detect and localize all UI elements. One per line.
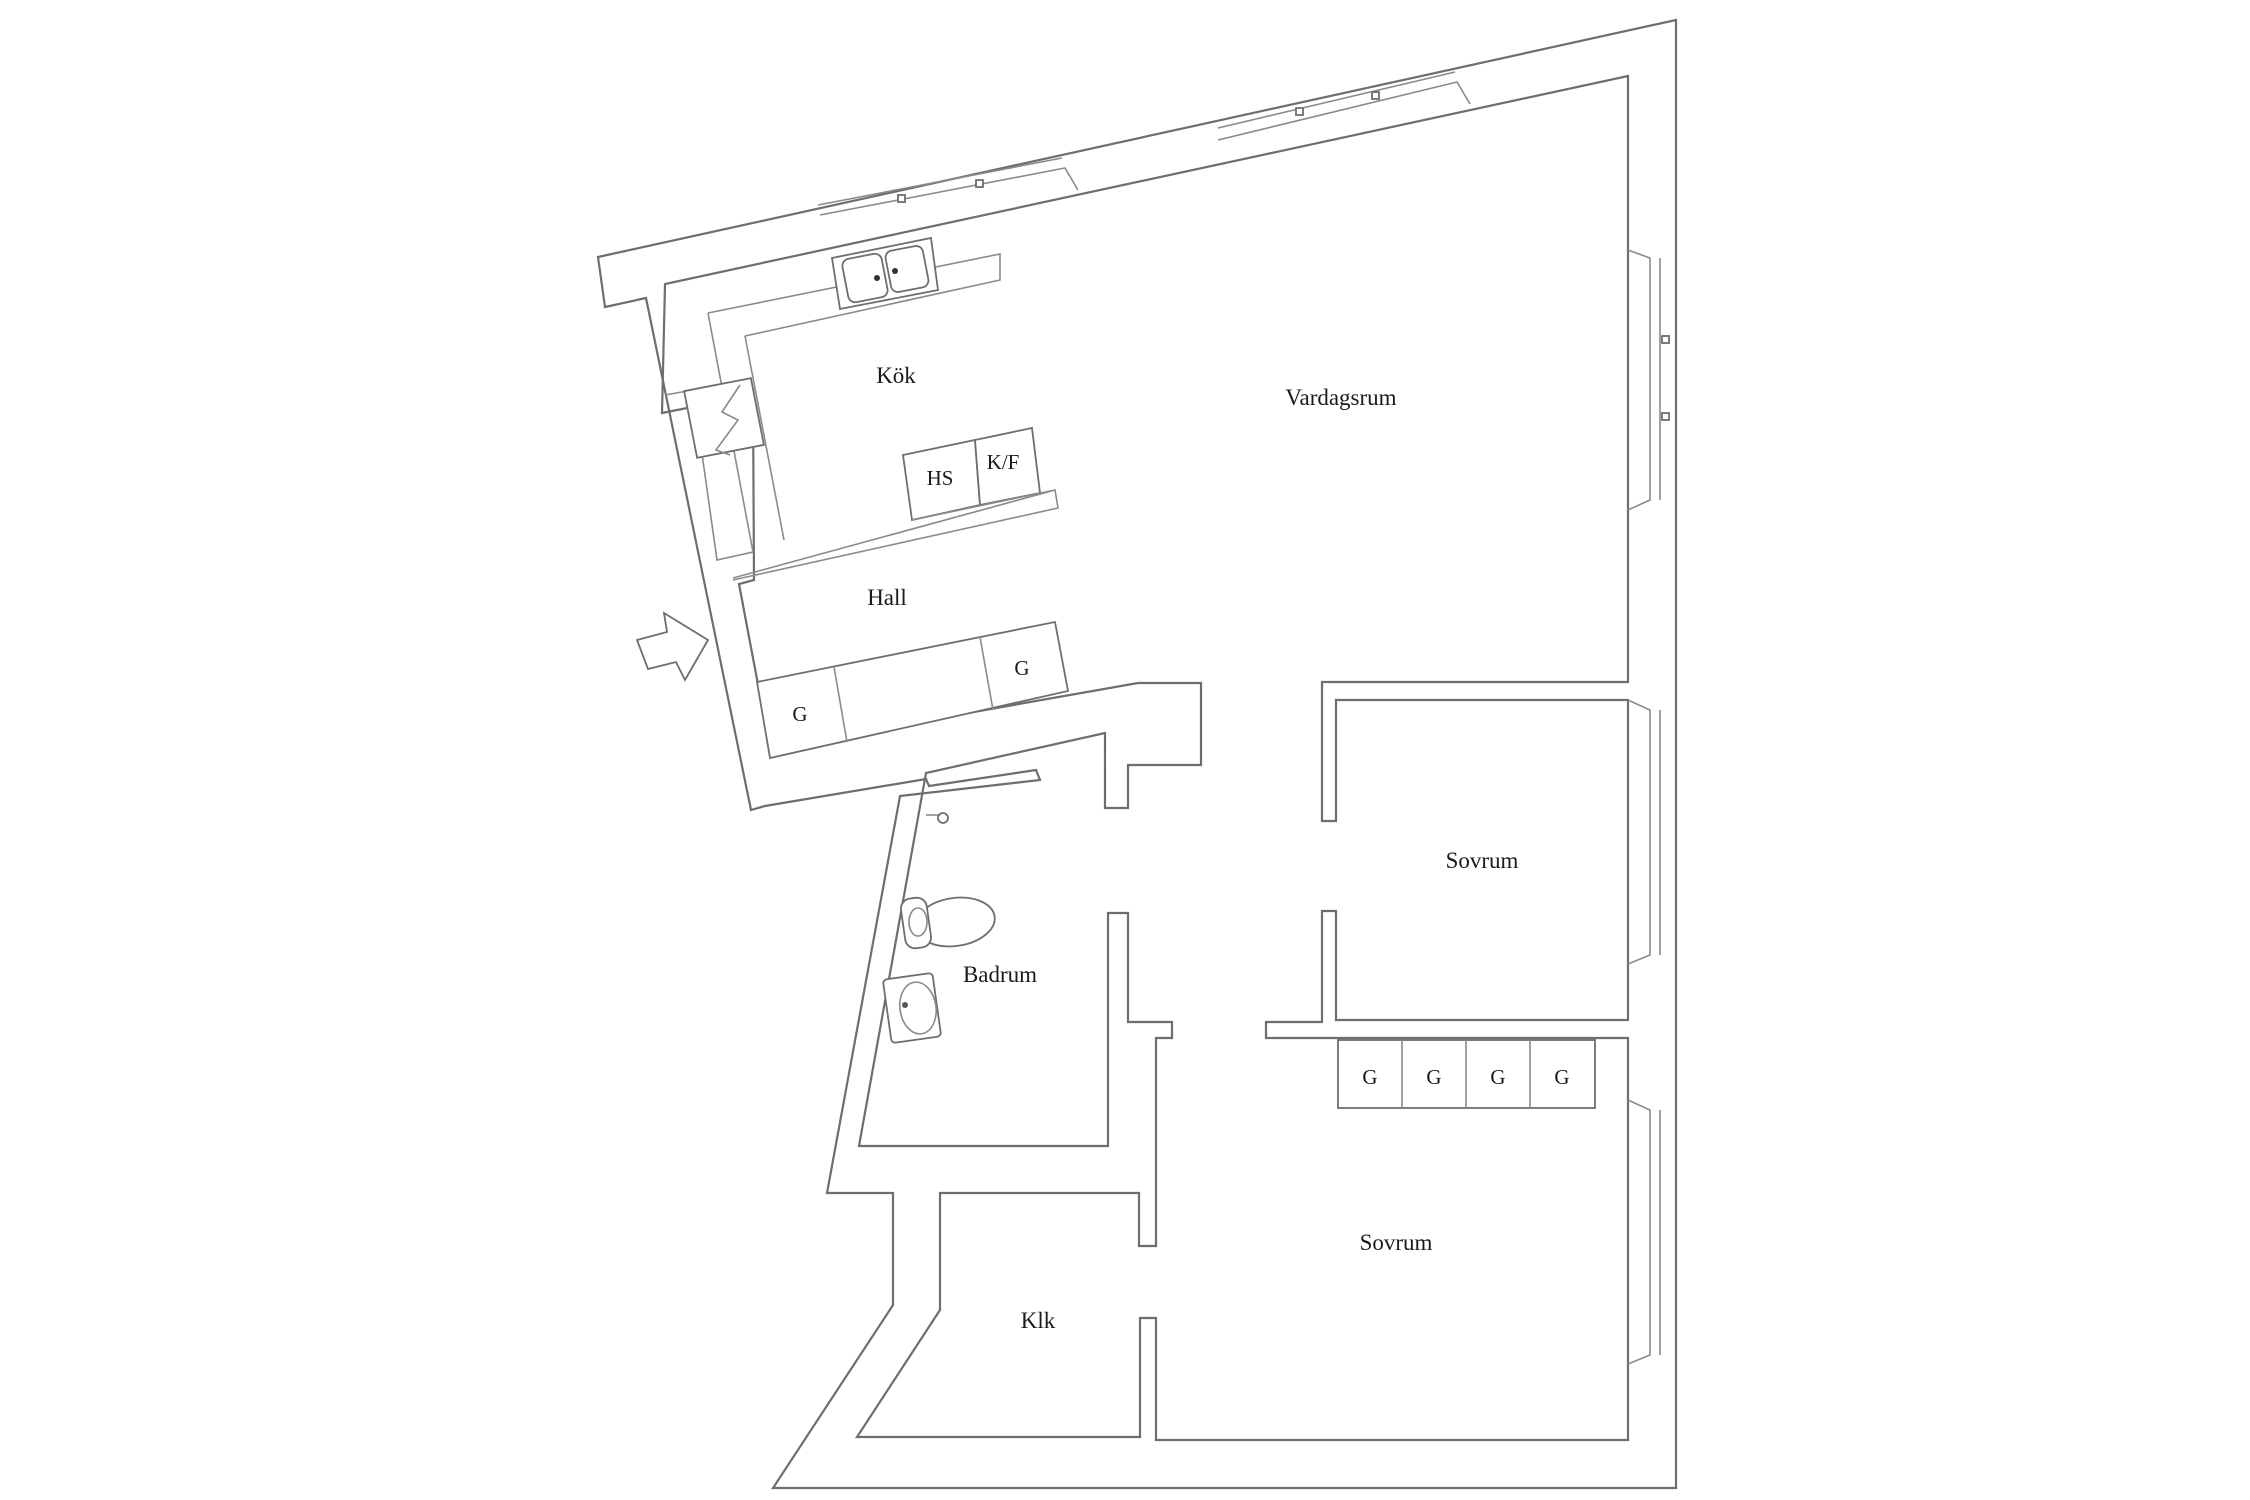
kitchen-sink-icon	[830, 236, 940, 311]
bedroom-closet-row	[1337, 1039, 1596, 1109]
bedroom-2-label: Sovrum	[1360, 1230, 1433, 1255]
walk-in-closet-label: Klk	[1021, 1308, 1056, 1333]
hall-closet-row	[755, 620, 1070, 760]
window-top-2-latch-1	[1295, 107, 1304, 116]
kf-label: K/F	[987, 450, 1020, 474]
kitchen-label: Kök	[876, 363, 916, 388]
toilet-icon	[900, 896, 996, 950]
bedroom-closet-label-3: G	[1490, 1065, 1505, 1089]
window-right-bedroom-1	[1627, 699, 1661, 965]
appliance-counter	[911, 489, 1056, 521]
hall-label: Hall	[867, 585, 907, 610]
living-room-label: Vardagsrum	[1285, 385, 1396, 410]
window-right-bedroom-2	[1627, 1099, 1661, 1365]
window-top-2-glass	[1217, 71, 1456, 129]
window-right-living	[1627, 249, 1670, 511]
hall-closet-div-1	[833, 666, 848, 743]
shower-mixer-icon	[926, 812, 949, 824]
hall-closet-label-2: G	[1014, 656, 1029, 680]
hall-closet-label-1: G	[792, 702, 807, 726]
window-top-1-glass	[817, 157, 1063, 206]
bedroom-closet-label-2: G	[1426, 1065, 1441, 1089]
entrance-arrow-icon	[635, 611, 710, 682]
window-top-1-latch-2	[975, 179, 984, 188]
bedroom-closet-label-1: G	[1362, 1065, 1377, 1089]
ventilation-shaft	[683, 377, 765, 459]
inner-wall	[660, 74, 1630, 1442]
window-top-2	[1217, 81, 1471, 141]
shaft-zigzag	[714, 384, 741, 456]
kitchen-side-counter-edge	[744, 335, 785, 541]
bedroom-closet-label-4: G	[1554, 1065, 1569, 1089]
kitchen-partition	[732, 488, 1059, 581]
bathroom-label: Badrum	[963, 962, 1037, 987]
hall-closet-div-2	[979, 636, 994, 711]
bedroom-1-label: Sovrum	[1446, 848, 1519, 873]
hs-label: HS	[927, 466, 954, 490]
window-top-1	[819, 167, 1079, 216]
window-top-1-latch-1	[897, 194, 906, 203]
window-top-2-latch-2	[1371, 91, 1380, 100]
outer-wall	[596, 18, 1678, 1490]
washbasin-icon	[882, 972, 942, 1044]
